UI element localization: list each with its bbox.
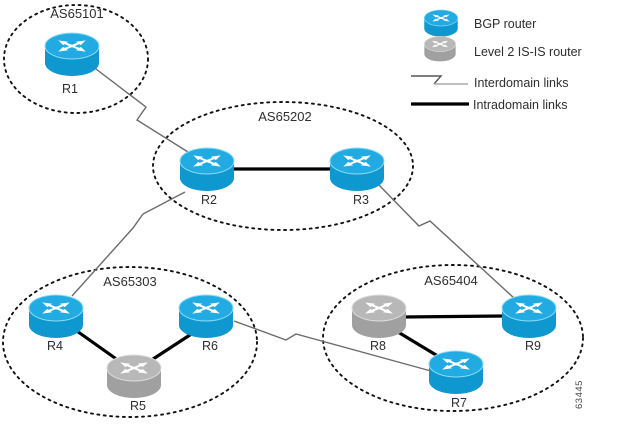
- as65202-boundary-ellipse: [152, 101, 414, 231]
- as65101-boundary-ellipse: [3, 4, 149, 114]
- intradomain-link-r8-r9: [402, 314, 504, 319]
- interdomain-link-r1-r2: [95, 68, 189, 153]
- router-label-r9: R9: [525, 339, 541, 353]
- intradomain-link-r5-r6: [146, 329, 197, 365]
- legend: BGP router Level 2 IS-IS router Interdom…: [411, 10, 582, 112]
- router-label-r8: R8: [370, 339, 386, 353]
- router-r8-isis-icon: [352, 295, 406, 338]
- router-r6-bgp-icon: [179, 295, 233, 338]
- router-r4-bgp-icon: [29, 295, 83, 338]
- router-label-r2: R2: [201, 193, 217, 207]
- router-label-r6: R6: [202, 339, 218, 353]
- legend-label-isis-router: Level 2 IS-IS router: [474, 45, 582, 59]
- interdomain-link-r3-r9: [377, 183, 515, 299]
- router-r5-isis-icon: [107, 355, 161, 398]
- bgp-router-legend-icon: [424, 10, 457, 37]
- router-label-r3: R3: [353, 193, 369, 207]
- legend-label-interdomain-links: Interdomain links: [474, 76, 569, 90]
- router-r9-bgp-icon: [502, 295, 556, 338]
- legend-label-bgp-router: BGP router: [474, 17, 536, 31]
- as-label-as65101: AS65101: [50, 6, 104, 21]
- router-label-r1: R1: [62, 82, 78, 96]
- as-label-as65303: AS65303: [103, 274, 157, 289]
- router-label-r5: R5: [130, 399, 146, 413]
- router-label-r4: R4: [47, 339, 63, 353]
- router-r3-bgp-icon: [330, 148, 384, 191]
- interdomain-link-r2-r4: [71, 191, 186, 297]
- figure-number: 63445: [574, 380, 585, 409]
- interdomain-link-legend-icon: [411, 75, 443, 85]
- as65404-boundary-ellipse: [322, 264, 584, 412]
- router-r7-bgp-icon: [429, 351, 483, 394]
- intradomain-link-r4-r5: [73, 327, 123, 365]
- router-label-r7: R7: [451, 396, 467, 410]
- router-r1-bgp-icon: [45, 33, 99, 76]
- interdomain-link-r6-r7: [233, 320, 432, 372]
- as-label-as65202: AS65202: [258, 109, 312, 124]
- router-r2-bgp-icon: [180, 148, 234, 191]
- as65303-boundary-ellipse: [2, 266, 258, 418]
- legend-label-intradomain-links: Intradomain links: [473, 98, 568, 112]
- intradomain-link-r8-r7: [392, 327, 442, 360]
- isis-router-legend-icon: [424, 36, 455, 61]
- as-label-as65404: AS65404: [424, 273, 478, 288]
